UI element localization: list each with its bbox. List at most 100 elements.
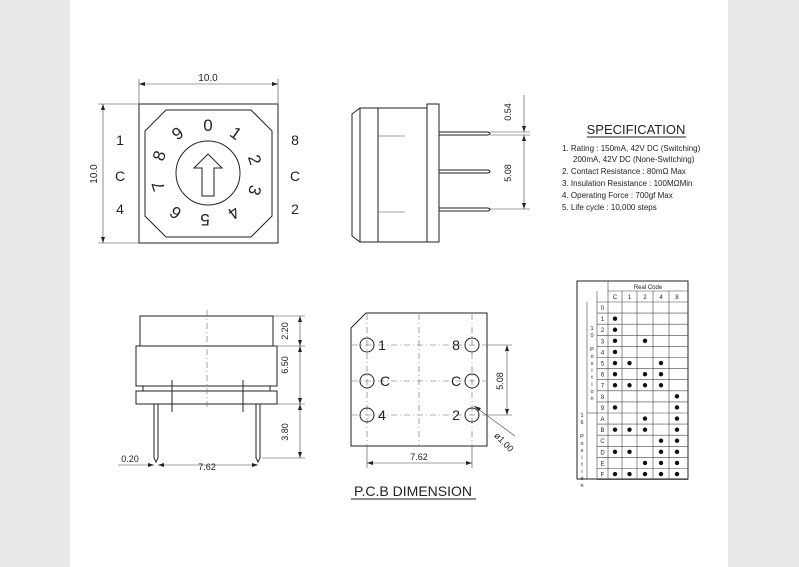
front-dim-020: 0.20 bbox=[121, 454, 139, 464]
dial-digit-4: 4 bbox=[224, 202, 243, 223]
top-pin-right-c: C bbox=[290, 168, 300, 184]
front-lead-right bbox=[255, 404, 261, 464]
arrow-icon bbox=[192, 153, 224, 197]
pcb-label-1: 1 bbox=[378, 337, 386, 353]
front-base bbox=[135, 390, 278, 405]
front-step bbox=[142, 385, 271, 392]
code-dot bbox=[627, 360, 632, 366]
group-16-label: t bbox=[581, 462, 583, 468]
top-height-label: 10.0 bbox=[89, 164, 100, 184]
code-dot bbox=[627, 427, 632, 432]
spec-item-4: 4. Operating Force : 700gf Max bbox=[562, 191, 673, 200]
code-dot bbox=[612, 405, 618, 410]
side-dim-054: 0.54 bbox=[503, 103, 513, 121]
code-dot bbox=[642, 371, 648, 377]
code-dot bbox=[627, 471, 632, 477]
top-pin-left-4: 4 bbox=[116, 201, 124, 217]
code-dot bbox=[642, 338, 648, 344]
code-dot bbox=[674, 427, 680, 432]
front-lead-left bbox=[153, 404, 159, 464]
pcb-label-8: 8 bbox=[452, 337, 460, 353]
code-dot bbox=[642, 383, 648, 388]
side-pin-3 bbox=[439, 207, 491, 212]
group-10-label: t bbox=[591, 375, 593, 381]
top-pin-right-8: 8 bbox=[291, 132, 299, 148]
code-table-header: Real Code bbox=[634, 285, 663, 291]
code-dot bbox=[674, 405, 680, 410]
dial-digit-8: 8 bbox=[149, 148, 170, 163]
side-pin-2 bbox=[439, 169, 491, 174]
group-10-label: P bbox=[590, 347, 594, 353]
code-dot bbox=[674, 460, 680, 466]
code-row-label: 3 bbox=[601, 339, 605, 345]
pcb-hole-8 bbox=[464, 337, 480, 353]
code-row-label: F bbox=[601, 473, 605, 479]
front-dim-650: 6.50 bbox=[280, 356, 290, 374]
side-pin-1 bbox=[439, 131, 491, 136]
code-row-label: 9 bbox=[601, 406, 605, 412]
code-dot bbox=[658, 449, 664, 455]
code-dot bbox=[612, 449, 618, 455]
group-10-label: o bbox=[590, 354, 593, 360]
group-10-label: i bbox=[591, 382, 592, 388]
code-col-header: 8 bbox=[675, 295, 679, 301]
dial-digit-2: 2 bbox=[244, 152, 265, 167]
pcb-dim-508: 5.08 bbox=[495, 372, 505, 390]
spec-title: SPECIFICATION bbox=[587, 122, 686, 137]
code-row-label: 4 bbox=[601, 350, 605, 356]
top-width-label: 10.0 bbox=[198, 73, 218, 84]
code-dot bbox=[658, 460, 664, 466]
code-dot bbox=[642, 460, 648, 466]
spec-item-5: 5. Life cycle : 10,000 steps bbox=[562, 203, 657, 212]
pcb-label-2: 2 bbox=[452, 407, 460, 423]
group-10-label: 0 bbox=[590, 333, 593, 339]
code-dot bbox=[642, 427, 648, 432]
code-row-label: 1 bbox=[601, 317, 605, 323]
group-10-label: n bbox=[590, 396, 593, 402]
code-col-header: 1 bbox=[628, 295, 632, 301]
dial-digit-5: 5 bbox=[200, 210, 209, 229]
code-dot bbox=[612, 338, 618, 344]
pcb-hole-c-left bbox=[359, 373, 375, 389]
code-dot bbox=[612, 371, 618, 377]
code-dot bbox=[674, 438, 680, 443]
code-row-label: A bbox=[600, 417, 604, 423]
dial-digit-6: 6 bbox=[166, 202, 185, 223]
code-dot bbox=[674, 394, 680, 399]
code-row-label: B bbox=[600, 428, 604, 434]
top-octagon bbox=[144, 109, 273, 238]
front-dim-380: 3.80 bbox=[280, 423, 290, 441]
pcb-label-c-left: C bbox=[380, 373, 390, 389]
code-dot bbox=[642, 416, 648, 421]
spec-item-1: 1. Rating : 150mA, 42V DC (Switching) bbox=[562, 144, 701, 153]
dial-digit-3: 3 bbox=[244, 183, 265, 198]
code-dot bbox=[612, 327, 618, 332]
top-view: 10.0 10.0 0 1 2 3 4 5 6 7 8 9 1 C 4 8 bbox=[89, 73, 300, 244]
top-pin-left-c: C bbox=[115, 168, 125, 184]
code-col-header: 2 bbox=[643, 295, 647, 301]
dial-knob bbox=[175, 140, 241, 206]
code-dot bbox=[658, 471, 664, 477]
dial-digit-9: 9 bbox=[168, 123, 187, 144]
front-dim-220: 2.20 bbox=[280, 322, 290, 340]
side-body bbox=[351, 107, 428, 243]
code-row-label: D bbox=[600, 450, 605, 456]
code-dot bbox=[612, 316, 618, 321]
pcb-dim-762: 7.62 bbox=[410, 452, 428, 462]
top-body-outline bbox=[138, 103, 279, 244]
side-dim-508: 5.08 bbox=[503, 164, 513, 182]
pcb-hole-c-right bbox=[464, 373, 480, 389]
group-16-label: o bbox=[580, 476, 583, 482]
group-16-label: n bbox=[580, 483, 583, 489]
code-dot bbox=[642, 471, 648, 477]
group-16-label: s bbox=[581, 448, 584, 454]
pcb-hole-1 bbox=[359, 337, 375, 353]
code-row-label: 5 bbox=[601, 362, 605, 368]
code-dot bbox=[612, 383, 618, 388]
code-dot bbox=[658, 360, 664, 366]
code-dot bbox=[627, 383, 632, 388]
group-16-label: i bbox=[581, 455, 582, 461]
pcb-hole-2 bbox=[464, 407, 480, 423]
code-row-label: 2 bbox=[601, 328, 605, 334]
